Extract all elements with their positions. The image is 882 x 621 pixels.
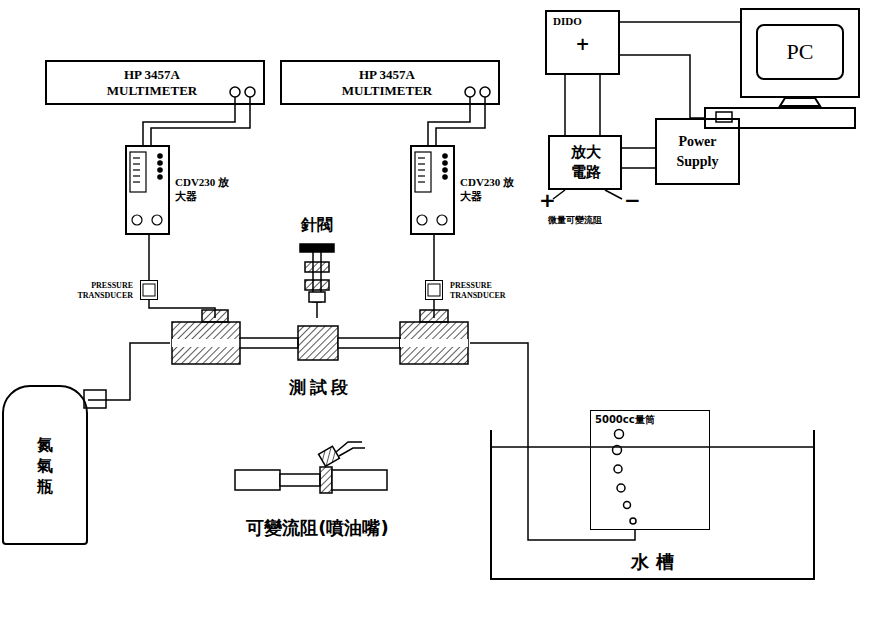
node-label: PC — [756, 24, 844, 80]
pipe-or-wire-connector — [143, 105, 235, 145]
node-label: DIDO — [553, 15, 582, 27]
water-surface-and-bubbles — [492, 430, 813, 525]
node-label: CDV230 放大器 — [460, 175, 522, 204]
connector-line — [149, 300, 215, 318]
control-wires — [553, 55, 705, 199]
connector-line — [316, 302, 318, 318]
connector-line — [620, 21, 740, 23]
connector-line — [88, 343, 170, 400]
node-label: Power Supply — [661, 132, 734, 171]
transducer-bodies — [143, 284, 440, 296]
node-label: 氮氣瓶 — [37, 435, 53, 498]
terminal-sign: + — [539, 188, 556, 212]
node-label: 可變流阻(噴油嘴) — [225, 516, 410, 540]
node-label: + — [547, 34, 618, 54]
pc-monitor: PC — [740, 8, 860, 98]
pipe-or-wire-connector — [470, 343, 635, 540]
pressure-transducer: PRESSURE TRANSDUCER — [140, 280, 158, 300]
needle-valve-body — [300, 244, 334, 302]
pipe-or-wire-connector — [434, 300, 435, 318]
terminal-sign: − — [624, 188, 641, 212]
pipe-or-wire-connector — [428, 105, 470, 145]
connector-line — [433, 300, 435, 318]
multimeter-wires — [151, 105, 485, 145]
node-label: PRESSURE TRANSDUCER — [67, 281, 133, 301]
pipe-or-wire-connector — [565, 75, 566, 135]
pipe-or-wire-connector — [88, 343, 170, 400]
variable-resistor: 可變流阻(噴油嘴) — [225, 450, 410, 550]
pipe-or-wire-connector — [149, 235, 150, 280]
pipe-or-wire-connector — [149, 300, 215, 318]
graduated-cylinder: 5000cc量筒 — [590, 410, 710, 530]
connector-line — [622, 147, 655, 149]
connector-line — [143, 105, 235, 145]
cylinder-regulator — [84, 390, 106, 408]
pipe-or-wire-connector — [620, 22, 740, 23]
variable-resistor-drawing — [235, 442, 387, 493]
node-label: 水 槽 — [492, 550, 813, 574]
connector-line — [470, 343, 635, 540]
connector-line — [428, 105, 470, 145]
amplifier-circuit: 放大 電路 — [548, 135, 622, 190]
power-supply: Power Supply — [655, 118, 740, 185]
node-label: 測試段 — [170, 376, 470, 399]
gas-cylinder: 氮氣瓶 — [2, 385, 88, 545]
dido-card: DIDO + — [545, 10, 620, 75]
connector-line — [564, 75, 566, 135]
connector-line — [433, 235, 435, 280]
multimeter-box: HP 3457A MULTIMETER — [280, 60, 500, 105]
signal-name: 微量可變流阻 — [548, 214, 602, 227]
test-section: 測試段 — [170, 318, 470, 368]
amplifier-unit: CDV230 放大器 — [410, 145, 455, 235]
pipe-or-wire-connector — [317, 302, 318, 318]
node-label: 5000cc量筒 — [595, 413, 655, 427]
node-label: PRESSURE TRANSDUCER — [450, 281, 516, 301]
node-label: 針閥 — [287, 215, 347, 236]
node-label: HP 3457A MULTIMETER — [322, 67, 452, 98]
pipe-or-wire-connector — [622, 148, 655, 149]
node-label: 放大 電路 — [569, 143, 603, 182]
amplifier-unit: CDV230 放大器 — [125, 145, 170, 235]
multimeter-box: HP 3457A MULTIMETER — [45, 60, 265, 105]
amplifier-faces — [130, 152, 447, 225]
pc-stand-keyboard — [705, 98, 855, 128]
test-section-body — [172, 310, 468, 364]
node-label: CDV230 放大器 — [175, 175, 237, 204]
node-label: HP 3457A MULTIMETER — [87, 67, 217, 98]
connector-line — [148, 235, 150, 280]
pipe-or-wire-connector — [434, 235, 435, 280]
pressure-transducer: PRESSURE TRANSDUCER — [425, 280, 443, 300]
needle-valve: 針閥 — [298, 242, 336, 302]
water-tank: 水 槽5000cc量筒 — [490, 430, 815, 580]
